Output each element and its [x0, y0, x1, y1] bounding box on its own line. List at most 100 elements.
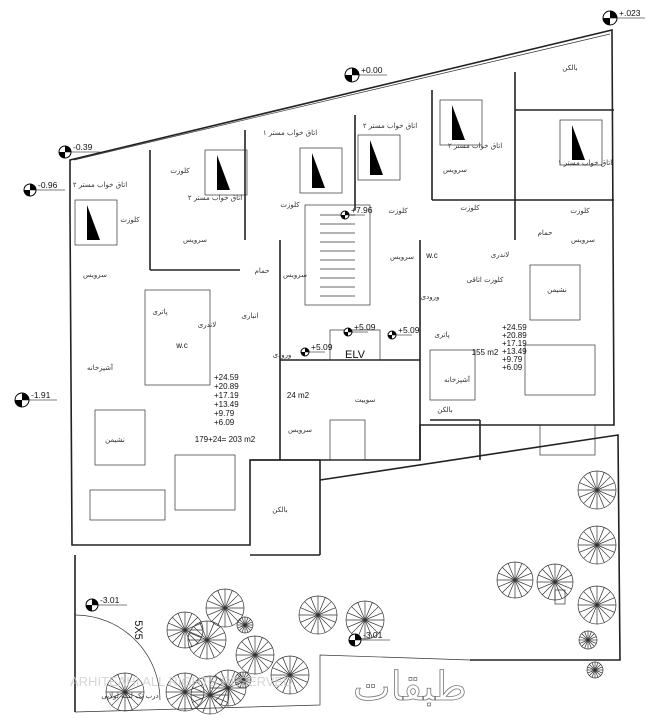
tree-icon	[496, 561, 534, 599]
beds	[74, 99, 603, 246]
left-unit-area: 179+24= 203 m2	[195, 435, 256, 444]
watermark-logo: ARHITEAHI ALL RIGHTS RESERVED	[70, 674, 293, 689]
suite-area: 24 m2	[287, 391, 310, 400]
bed	[299, 147, 343, 194]
closet-label: کلوزت	[570, 207, 590, 215]
room-label: اتاق خواب مستر ۲	[363, 122, 417, 130]
bed	[204, 149, 248, 196]
elevation-marker-icon: -0.96	[23, 180, 65, 197]
closet-label: کلوزت	[388, 207, 408, 215]
elevation-value: -1.91	[31, 390, 51, 400]
door-note: درب تک لنگه لولایی	[101, 691, 158, 700]
service-label: سرویس	[390, 253, 414, 261]
tree-icon	[165, 672, 205, 712]
elevation-value: -0.39	[73, 142, 93, 152]
right-unit-area: 155 m2	[472, 348, 499, 357]
trees	[105, 470, 617, 715]
kitchen-label: آشپزخانه	[87, 363, 114, 372]
floor-levels-left: +24.59 +20.89 +17.19 +13.49 +9.79 +6.09	[214, 373, 239, 427]
tree-icon	[236, 616, 254, 634]
elevation-marker-icon: -3.01	[85, 595, 127, 612]
elevation-value: -3.01	[363, 630, 383, 640]
service-label: سرویس	[183, 236, 207, 244]
living-label: نشیمن	[547, 286, 567, 294]
closet-label: کلوزت	[120, 216, 140, 224]
outer-wall	[69, 28, 615, 546]
level: +9.79	[214, 409, 235, 418]
pantry-label: پاتری	[434, 331, 449, 339]
service-label: سرویس	[288, 426, 312, 434]
elevation-value: +5.09	[311, 342, 333, 352]
elevation-value: +5.09	[398, 325, 420, 335]
service-label: سرویس	[443, 166, 467, 174]
garden-light	[554, 589, 566, 605]
elevation-value: -3.01	[100, 595, 120, 605]
furniture-item	[539, 424, 596, 456]
elevator-shaft	[329, 329, 381, 361]
room-labels: اتاق خواب مستر ۲ اتاق خواب مستر ۲ اتاق خ…	[73, 64, 612, 700]
bath-label: حمام	[255, 267, 270, 275]
furniture-item	[94, 409, 146, 466]
tree-icon	[209, 669, 247, 707]
room-label: اتاق خواب مستر ۱	[558, 159, 612, 167]
tree-icon	[577, 525, 617, 565]
furniture	[89, 264, 596, 521]
room-label: اتاق خواب مستر ۲	[448, 142, 502, 150]
closet-label: کلوزت اتاقی	[467, 276, 504, 284]
closet-label: کلوزت	[280, 201, 300, 209]
level: +17.19	[502, 339, 527, 348]
kitchen-block	[144, 289, 211, 386]
tree-icon	[577, 470, 617, 510]
balcony-label: بالکن	[272, 506, 287, 514]
stair-core	[304, 204, 371, 306]
tree-icon	[190, 675, 230, 715]
tree-icon	[298, 595, 338, 635]
tree-icon	[270, 655, 310, 695]
elevation-marker-icon: +7.96	[340, 205, 373, 220]
storage-label: انباری	[242, 312, 259, 320]
elevation-marker-icon: +5.09	[387, 325, 420, 340]
room-label: اتاق خواب مستر ۲	[73, 181, 127, 189]
elevator-label: ELV	[345, 349, 366, 361]
level: +13.49	[502, 347, 527, 356]
balcony-label: بالکن	[437, 406, 452, 414]
elevation-marker-icon: -0.39	[58, 142, 100, 159]
closet-label: کلوزت	[460, 204, 480, 212]
room-label: اتاق خواب مستر ۲	[188, 194, 242, 202]
bed	[74, 199, 118, 246]
tree-icon	[586, 661, 604, 679]
kitchen-label: آشپزخانه	[444, 375, 471, 384]
furniture-item	[529, 264, 581, 321]
tree-icon	[205, 588, 245, 628]
page-title: طبقات	[353, 664, 467, 710]
tree-icon	[105, 672, 145, 712]
furniture-item	[89, 489, 166, 521]
entrance-label: ورودی	[273, 351, 292, 359]
elevation-marker-icon: -1.91	[14, 390, 57, 408]
furniture-item	[174, 454, 236, 511]
service-label: سرویس	[83, 271, 107, 279]
bed	[439, 99, 483, 146]
elevation-marker-icon: +5.09	[343, 322, 376, 337]
tree-icon	[166, 611, 204, 649]
bath-label: حمام	[538, 229, 553, 237]
window-strip	[73, 33, 611, 161]
tree-icon	[536, 563, 574, 601]
level: +6.09	[502, 363, 523, 372]
yard-size: 5X5	[132, 620, 144, 640]
entrance-label: ورودی	[421, 293, 440, 301]
elevation-marker-icon: +5.09	[300, 342, 333, 357]
yard-gate-swing	[74, 614, 161, 701]
level: +20.89	[502, 331, 527, 340]
room-label: اتاق خواب مستر ۱	[263, 129, 317, 137]
tree-icon	[578, 630, 598, 650]
tree-icon	[577, 585, 617, 625]
staircase	[320, 214, 355, 297]
elevation-value: -0.96	[38, 180, 58, 190]
level: +9.79	[502, 355, 523, 364]
garden-wall	[319, 434, 621, 661]
living-label: نشیمن	[105, 436, 125, 444]
wc-label: w.c	[175, 341, 188, 350]
elevation-value: +.023	[619, 8, 641, 18]
